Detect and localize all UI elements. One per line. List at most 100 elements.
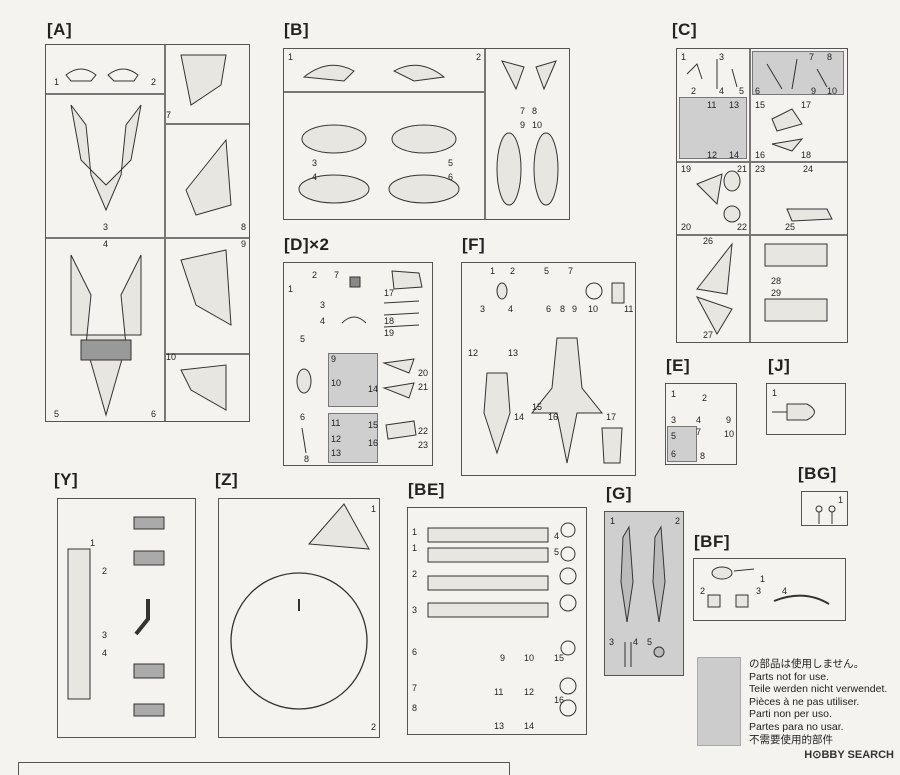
- sprue-c-num-1: 1: [681, 52, 687, 62]
- sprue-g-num-4: 4: [633, 637, 639, 647]
- sprue-a-num-2: 2: [151, 77, 157, 87]
- sprue-c-num-20: 20: [681, 222, 692, 232]
- sprue-a-divider-h1: [46, 93, 164, 95]
- sprue-d-num-6: 6: [300, 412, 306, 422]
- sprue-g-frame: 1 2 3 4 5: [604, 511, 684, 676]
- sprue-d-frame: 1 2 7 17 3 4 18 19 5 9 20 10 14 21 11 15…: [283, 262, 433, 466]
- sprue-f-num-16: 16: [548, 412, 559, 422]
- sprue-bf-num-1: 1: [760, 574, 766, 584]
- sprue-g-num-5: 5: [647, 637, 653, 647]
- sprue-f-frame: 1 2 5 7 3 4 6 8 9 10 11 12 13 14 15 16 1…: [461, 262, 636, 476]
- sprue-be-num-1a: 1: [412, 527, 418, 537]
- sprue-d-num-9: 9: [331, 354, 337, 364]
- legend-line-es: Partes para no usar.: [749, 720, 844, 733]
- sprue-be-num-2: 2: [412, 569, 418, 579]
- sprue-d-gray-1: [328, 353, 378, 407]
- sprue-j-parts: [772, 403, 815, 421]
- sprue-f-num-10: 10: [588, 304, 599, 314]
- legend-line-en: Parts not for use.: [749, 670, 829, 683]
- sprue-d-num-18: 18: [384, 316, 395, 326]
- unused-parts-legend: の部品は使用しません。 Parts not for use. Teile wer…: [749, 658, 887, 746]
- sprue-c-num-18: 18: [801, 150, 812, 160]
- sprue-a-frame: 1 2 3 4 5 6 7 8 9 10: [45, 44, 250, 422]
- sprue-a-num-5: 5: [54, 409, 60, 419]
- sprue-a-divider-h3: [164, 123, 249, 125]
- sprue-be-num-14: 14: [524, 721, 535, 731]
- sprue-f-num-6: 6: [546, 304, 552, 314]
- sprue-be-num-7: 7: [412, 683, 418, 693]
- sprue-a-num-3: 3: [103, 222, 109, 232]
- sprue-c-num-28: 28: [771, 276, 782, 286]
- sprue-e-num-5: 5: [671, 431, 677, 441]
- sprue-c-divider-h2: [677, 234, 847, 236]
- sprue-c-num-29: 29: [771, 288, 782, 298]
- sprue-b-num-7: 7: [520, 106, 526, 116]
- sprue-d-num-22: 22: [418, 426, 429, 436]
- sprue-c-num-11: 11: [707, 100, 717, 110]
- sprue-j-frame: 1: [766, 383, 846, 435]
- sprue-c-num-17: 17: [801, 100, 812, 110]
- sprue-e-num-10: 10: [724, 429, 735, 439]
- sprue-z-num-1: 1: [371, 504, 377, 514]
- sprue-z-num-2: 2: [371, 722, 377, 732]
- sprue-c-num-14: 14: [729, 150, 740, 160]
- sprue-f-num-2: 2: [510, 266, 516, 276]
- sprue-b-num-8: 8: [532, 106, 538, 116]
- sprue-a-num-6: 6: [151, 409, 157, 419]
- sprue-f-num-14: 14: [514, 412, 525, 422]
- sprue-be-num-1b: 1: [412, 543, 418, 553]
- sprue-a-num-7: 7: [166, 110, 172, 120]
- sprue-a-num-1: 1: [54, 77, 60, 87]
- sprue-d-num-20: 20: [418, 368, 429, 378]
- sprue-label-bg: [BG]: [798, 464, 837, 483]
- sprue-d-num-14: 14: [368, 384, 379, 394]
- sprue-c-num-10: 10: [827, 86, 838, 96]
- sprue-e-num-3: 3: [671, 415, 677, 425]
- sprue-b-num-5: 5: [448, 158, 454, 168]
- sprue-be-num-4: 4: [554, 531, 560, 541]
- sprue-e-num-9: 9: [726, 415, 732, 425]
- sprue-d-num-16: 16: [368, 438, 379, 448]
- sprue-c-num-25: 25: [785, 222, 796, 232]
- sprue-y-num-1: 1: [90, 538, 96, 548]
- sprue-be-num-16: 16: [554, 695, 565, 705]
- sprue-b-divider-h: [284, 91, 484, 93]
- sprue-be-num-15: 15: [554, 653, 565, 663]
- sprue-c-num-9: 9: [811, 86, 817, 96]
- sprue-d-gray-2: [328, 413, 378, 463]
- sprue-b-num-3: 3: [312, 158, 318, 168]
- sprue-c-num-21: 21: [737, 164, 748, 174]
- sprue-b-num-9: 9: [520, 120, 526, 130]
- sprue-bg-num-1: 1: [838, 495, 844, 505]
- sprue-d-num-4: 4: [320, 316, 326, 326]
- sprue-d-num-12: 12: [331, 434, 342, 444]
- legend-line-ja: の部品は使用しません。: [749, 658, 865, 670]
- sprue-g-num-1: 1: [610, 516, 616, 526]
- sprue-label-a: [A]: [47, 20, 73, 39]
- sprue-e-num-8: 8: [700, 451, 706, 461]
- sprue-d-num-19: 19: [384, 328, 395, 338]
- sprue-bf-parts: [707, 566, 830, 608]
- sprue-f-num-8: 8: [560, 304, 566, 314]
- sprue-label-y: [Y]: [54, 470, 79, 489]
- sprue-c-num-16: 16: [755, 150, 766, 160]
- sprue-label-be: [BE]: [408, 480, 445, 499]
- sprue-be-parts: [427, 522, 577, 717]
- sprue-z-frame: 1 2: [218, 498, 380, 738]
- sprue-e-num-7: 7: [696, 427, 702, 437]
- sprue-d-num-21: 21: [418, 382, 429, 392]
- sprue-c-num-3: 3: [719, 52, 725, 62]
- sprue-a-num-9: 9: [241, 239, 247, 249]
- sprue-f-num-11: 11: [624, 304, 634, 314]
- sprue-y-frame: 1 2 3 4: [57, 498, 196, 738]
- sprue-d-num-7: 7: [334, 270, 340, 280]
- sprue-c-num-24: 24: [803, 164, 814, 174]
- sprue-a-divider-h2: [46, 237, 164, 239]
- sprue-c-num-13: 13: [729, 100, 740, 110]
- sprue-c-divider-h1: [677, 161, 847, 163]
- sprue-c-num-19: 19: [681, 164, 692, 174]
- sprue-a-num-4: 4: [103, 239, 109, 249]
- sprue-b-num-10: 10: [532, 120, 543, 130]
- sprue-bf-num-2: 2: [700, 586, 706, 596]
- sprue-e-num-4: 4: [696, 415, 702, 425]
